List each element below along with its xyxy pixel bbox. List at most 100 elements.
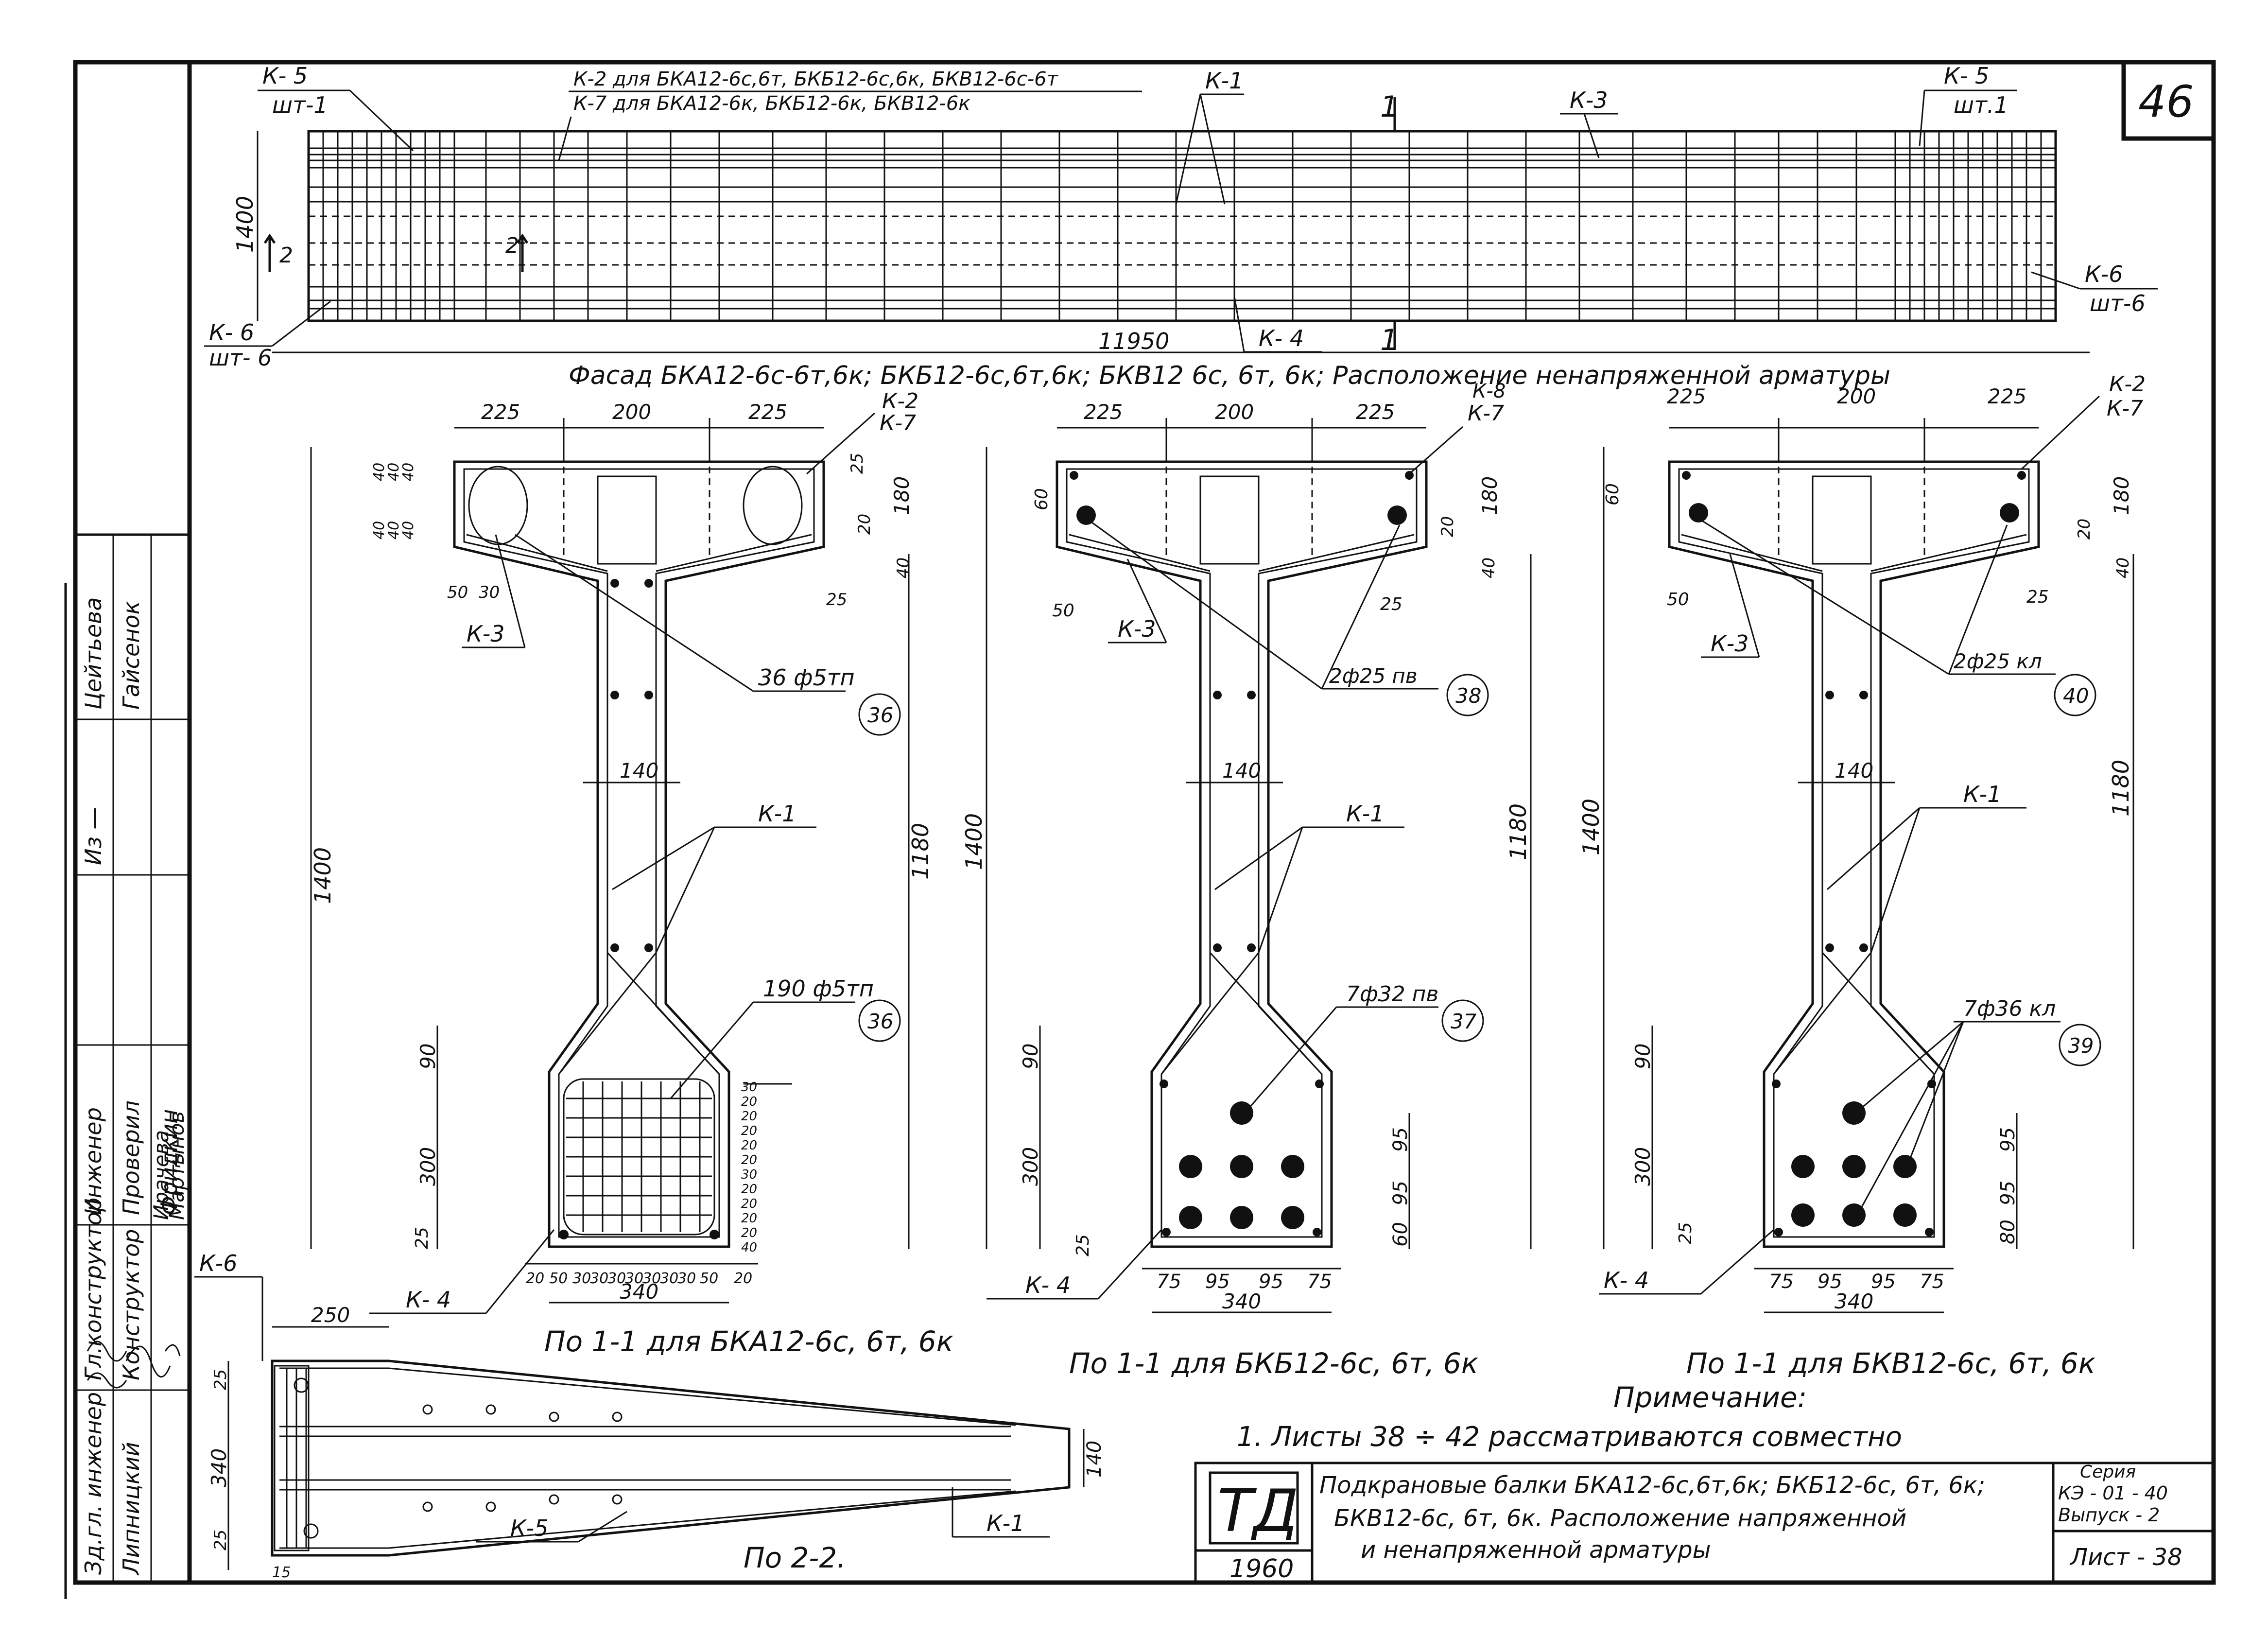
facade-k7-note: К-7 для БКА12-6к, БКБ12-6к, БКВ12-6к [573, 92, 970, 115]
section-c-web-bar [1825, 691, 1834, 699]
section-c-corner-bar [1927, 1080, 1936, 1088]
section-b-k3-bar [1069, 534, 1415, 572]
section-a-web-bar [610, 579, 619, 588]
section-b-k1: К-1 [1346, 801, 1385, 827]
section-a-web-bar [644, 691, 653, 699]
section-22-d25b: 25 [211, 1530, 230, 1550]
section-a-left-dim-2: 40 [400, 463, 417, 481]
section-a-stack-6: 30 [741, 1167, 757, 1182]
stamp-name2-0: Цейтьева [80, 597, 106, 710]
section-c-dim-top-2: 225 [1988, 384, 2026, 408]
section-a-stack-9: 20 [741, 1211, 757, 1226]
section-a-bot-dim-8: 30 [677, 1270, 696, 1287]
section-a-left-dim-0: 40 [371, 463, 388, 481]
section-b-prestress-bar [1281, 1206, 1304, 1229]
section-c-d80: 80 [1997, 1219, 2019, 1244]
section-c-tag-bot-circle [2059, 1024, 2101, 1066]
section-c-d60: 60 [1603, 483, 1623, 505]
section-b-d95a: 95 [1389, 1127, 1412, 1152]
section-a-h1400: 1400 [310, 847, 336, 904]
section-c-d50: 50 [1667, 590, 1689, 610]
section-b-corner-bar [1313, 1228, 1321, 1236]
section-b-k8: К-8 [1472, 380, 1506, 402]
section-a-stack-11: 40 [741, 1240, 757, 1255]
section-b-bot-dim-1: 95 [1205, 1271, 1230, 1293]
section-c-prestress-bar [1842, 1101, 1866, 1125]
section-22-bar [422, 1404, 433, 1415]
section-c-prestress-bar [1842, 1155, 1866, 1178]
section-a-tag-top-circle [858, 693, 901, 736]
section-c-outline [1668, 460, 2040, 1248]
series-code: КЭ - 01 - 40 [2058, 1482, 2168, 1504]
section-22-k5: К-5 [510, 1515, 549, 1541]
section-a-bot-dim-5: 30 [625, 1270, 643, 1287]
section-a-cross-ties [558, 952, 720, 1075]
section-b-web: 140 [1222, 759, 1261, 783]
facade-sht6-right: шт-6 [2090, 290, 2146, 316]
section-c-h1180: 1180 [2108, 760, 2134, 817]
section-a-dim-top-0: 225 [481, 400, 520, 424]
section-b-tag-bot-circle [1441, 999, 1484, 1042]
section-b-prestress-bar [1179, 1206, 1202, 1229]
section-c-corner-bar [1772, 1080, 1781, 1088]
section-a-h1180: 1180 [907, 823, 934, 880]
section-22-bar [422, 1501, 433, 1512]
section-a-width: 340 [620, 1280, 658, 1304]
section-b-corner-bar [1405, 471, 1414, 480]
section-a-web: 140 [620, 759, 658, 783]
section-c-d95a: 95 [1997, 1127, 2019, 1152]
section-b-corner-bar [1070, 471, 1078, 480]
stamp-signature-mark: Из — [80, 807, 106, 866]
facade-k1: К-1 [1205, 68, 1244, 94]
section-b-d25b: 25 [1073, 1234, 1093, 1256]
title-line-3: и ненапряженной арматуры [1361, 1536, 1711, 1564]
section-b-corner-bar [1315, 1080, 1324, 1088]
section-b-top-bar-right [1387, 505, 1407, 525]
facade-dim-length: 11950 [1098, 328, 1169, 354]
section-b-width: 340 [1222, 1289, 1261, 1313]
section-a-k1: К-1 [758, 801, 796, 827]
section-c-d300: 300 [1631, 1147, 1655, 1186]
section-b-stirrup [1066, 468, 1418, 1238]
facade-section-1-bot: 1 [1380, 323, 1399, 357]
section-b-corner-bar [1162, 1228, 1171, 1236]
facade-k5-right: К- 5 [1944, 63, 1989, 89]
stamp-name-0: Фридкин [156, 1109, 182, 1215]
stamp-block: Зд.гл. инженер Гл.конструктор Инженер Ли… [75, 533, 190, 1584]
title-block-frame [1194, 1462, 2215, 1584]
section-a-bot-dim-10: 20 [734, 1270, 752, 1287]
section-b-outline [1056, 460, 1428, 1248]
section-b-tag-top: 38 [1455, 684, 1481, 708]
section-a-bot-dim-7: 30 [660, 1270, 678, 1287]
section-b-web-bar [1247, 691, 1256, 699]
section-a-web-bar [610, 691, 619, 699]
section-c-bot-dim-0: 75 [1769, 1271, 1794, 1293]
section-a-stack-3: 20 [741, 1124, 757, 1138]
section-a-stack-1: 20 [741, 1095, 757, 1109]
section-c-tag-top: 40 [2063, 684, 2089, 708]
section-a-bot-dim-6: 30 [642, 1270, 661, 1287]
stamp-role-2: Инженер [80, 1107, 106, 1215]
section-b-d50: 50 [1052, 601, 1074, 621]
section-c-cross-ties [1773, 952, 1935, 1075]
section-22-outline [271, 1359, 1071, 1557]
section-b-dim-top-2: 225 [1356, 400, 1395, 424]
section-c-top-bar-left [1689, 503, 1708, 522]
section-a-k2: К-2 [882, 389, 918, 414]
section-a-wire-grid [566, 1081, 712, 1232]
td-logo-box [1209, 1471, 1299, 1545]
section-22-d15: 15 [272, 1564, 291, 1581]
section-c-prestress-bar [1842, 1203, 1866, 1227]
section-a-right-dim-2: 20 [855, 514, 874, 535]
section-c-top-bar-right [2000, 503, 2019, 522]
section-a-k4: К- 4 [406, 1287, 451, 1313]
section-22-bar [549, 1411, 559, 1422]
section-b-rebar-bot: 7ф32 пв [1346, 982, 1438, 1007]
section-a-right-dim-3: 40 [894, 557, 913, 578]
section-c-prestress-bar [1893, 1155, 1917, 1178]
section-a-right-dim-1: 180 [890, 476, 914, 515]
section-22-end-block [274, 1365, 310, 1551]
title-line-1: Подкрановые балки БКА12-6с,6т,6к; БКБ12-… [1319, 1472, 1985, 1499]
section-c-web-bar [1859, 943, 1868, 952]
section-a-bot-dim-2: 30 [572, 1270, 591, 1287]
